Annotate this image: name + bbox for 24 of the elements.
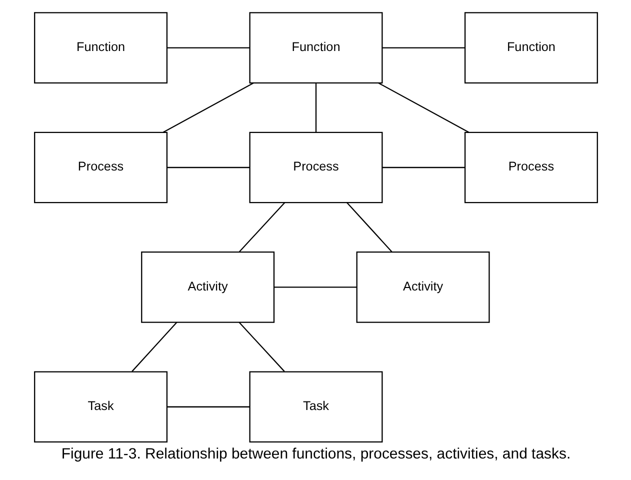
node-box: Task (34, 371, 168, 443)
connector (166, 47, 250, 48)
node-box: Process (464, 132, 598, 204)
node-box: Activity (140, 252, 274, 323)
node-box: Function (464, 12, 598, 84)
connector (166, 166, 250, 168)
node-box: Function (248, 12, 382, 84)
connector (382, 166, 464, 168)
node-box: Activity (356, 252, 490, 323)
connector (131, 322, 177, 372)
connector (377, 82, 469, 133)
connector (238, 202, 285, 252)
connector (166, 406, 250, 408)
connector (346, 202, 392, 252)
node-box: Process (248, 132, 382, 204)
connector (238, 322, 284, 372)
node-box: Process (34, 132, 168, 204)
connector (382, 47, 464, 48)
connector (162, 82, 254, 133)
node-box: Task (248, 371, 382, 443)
caption: Figure 11-3. Relationship between functions, processes, activities, and tasks. (60, 446, 570, 463)
connector (274, 286, 356, 288)
node-box: Function (34, 12, 168, 84)
connector (314, 82, 316, 132)
